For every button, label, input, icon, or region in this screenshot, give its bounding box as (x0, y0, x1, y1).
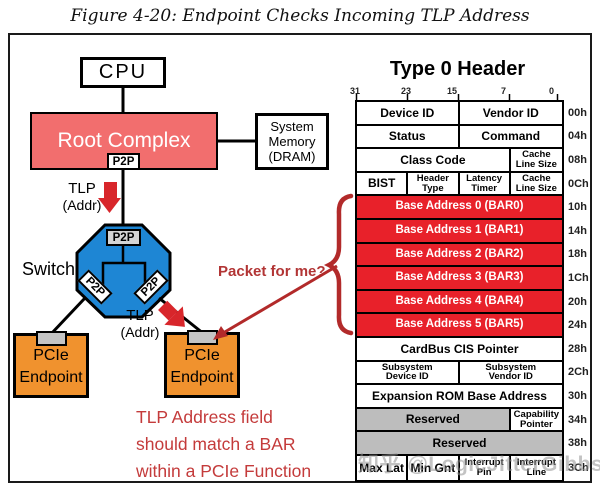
offset-label: 00h (568, 106, 587, 119)
bit-label-7: 7 (501, 86, 507, 96)
tlp-label-2: TLP (126, 307, 154, 324)
offset-label: 0Ch (568, 177, 589, 190)
root-complex-box: Root Complex (30, 112, 218, 170)
tlp-addr-label-1: (Addr) (62, 197, 102, 213)
bit-label-0: 0 (549, 86, 555, 96)
system-memory-box: System Memory (DRAM) (255, 113, 329, 170)
switch-upstream-p2p-port: P2P (106, 229, 141, 246)
tlp-addr-label-2: (Addr) (120, 324, 160, 340)
header-cell: Max Lat (357, 455, 409, 480)
header-cell: Status (357, 125, 460, 148)
header-cell: Subsystem Vendor ID (459, 361, 562, 384)
header-cell: Latency Timer (459, 172, 511, 195)
header-cell: Base Address 5 (BAR5) (357, 314, 562, 336)
bit-label-23: 23 (401, 86, 412, 96)
header-cell: Min Gnt (408, 455, 460, 480)
packet-question-label: Packet for me? (218, 263, 326, 280)
header-cell: Base Address 1 (BAR1) (357, 219, 562, 242)
bit-label-31: 31 (350, 86, 361, 96)
offset-label: 3Ch (568, 461, 589, 474)
header-row-30h: Expansion ROM Base Address 30h (357, 385, 587, 409)
header-cell: Subsystem Device ID (357, 361, 460, 384)
offset-label: 10h (568, 201, 587, 214)
offset-label: 2Ch (568, 366, 589, 379)
watermark: 知乎 @LogicJitterGibbs (358, 453, 600, 476)
header-cell: Command (459, 125, 562, 148)
offset-label: 04h (568, 130, 587, 143)
header-row-1Ch: Base Address 3 (BAR3) 1Ch (357, 267, 589, 291)
endpoint-port-left (36, 331, 67, 346)
offset-label: 1Ch (568, 271, 589, 284)
endpoint-label-line: Endpoint (19, 369, 83, 386)
header-cell: Interrupt Pin (459, 455, 511, 480)
endpoint-label-line: PCIe (184, 347, 220, 364)
figure-frame (8, 33, 592, 483)
header-row-10h: Base Address 0 (BAR0) 10h (357, 196, 587, 220)
offset-label: 18h (568, 248, 587, 261)
offset-label: 28h (568, 342, 587, 355)
note-line: within a PCIe Function (136, 461, 312, 481)
offset-label: 14h (568, 224, 587, 237)
system-memory-line: (DRAM) (268, 149, 316, 165)
offset-label: 08h (568, 153, 587, 166)
bit-label-15: 15 (447, 86, 458, 96)
header-cell: Interrupt Line (510, 455, 562, 480)
header-row-20h: Base Address 4 (BAR4) 20h (357, 290, 587, 315)
header-row-18h: Base Address 2 (BAR2) 18h (357, 243, 587, 268)
header-row-14h: Base Address 1 (BAR1) 14h (357, 219, 587, 244)
header-cell: Reserved (357, 408, 511, 431)
figure-title: Figure 4-20: Endpoint Checks Incoming TL… (70, 6, 530, 26)
header-cell: Device ID (357, 102, 460, 124)
switch-label: Switch (22, 259, 76, 279)
header-cell: Vendor ID (459, 102, 562, 124)
system-memory-line: Memory (268, 133, 316, 149)
header-cell: Expansion ROM Base Address (357, 385, 562, 407)
offset-label: 20h (568, 295, 587, 308)
type0-header-title: Type 0 Header (389, 58, 526, 80)
endpoint-port-right (187, 330, 218, 345)
header-row-38h: Reserved 38h (357, 432, 587, 456)
header-cell: Base Address 0 (BAR0) (357, 196, 562, 218)
offset-label: 24h (568, 319, 587, 332)
offset-label: 34h (568, 413, 587, 426)
header-cell: BIST (357, 172, 409, 195)
tlp-label-1: TLP (68, 180, 96, 197)
offset-label: 38h (568, 437, 587, 450)
header-cell: CardBus CIS Pointer (357, 337, 562, 360)
header-cell: Base Address 2 (BAR2) (357, 243, 562, 266)
header-cell: Cache Line Size (510, 172, 562, 195)
note-line: should match a BAR (136, 434, 296, 454)
header-row-24h: Base Address 5 (BAR5) 24h (357, 314, 587, 338)
header-cell: Header Type (408, 172, 460, 195)
system-memory-line: System (270, 118, 314, 134)
header-cell: Class Code (357, 149, 511, 171)
endpoint-label-line: PCIe (33, 347, 69, 364)
rootcomplex-p2p-port: P2P (107, 153, 140, 170)
header-cell: Capability Pointer (510, 408, 562, 431)
header-cell: Reserved (357, 432, 562, 454)
header-cell: Base Address 3 (BAR3) (357, 267, 562, 289)
header-row-28h: CardBus CIS Pointer 28h (357, 337, 587, 362)
cpu-box: CPU (80, 57, 166, 88)
bar-match-note: TLP Address field should match a BAR wit… (136, 404, 311, 485)
note-line: TLP Address field (136, 407, 273, 427)
endpoint-label-line: Endpoint (170, 369, 234, 386)
offset-label: 30h (568, 389, 587, 402)
header-cell: Cache Line Size (510, 149, 562, 171)
header-cell: Base Address 4 (BAR4) (357, 290, 562, 313)
